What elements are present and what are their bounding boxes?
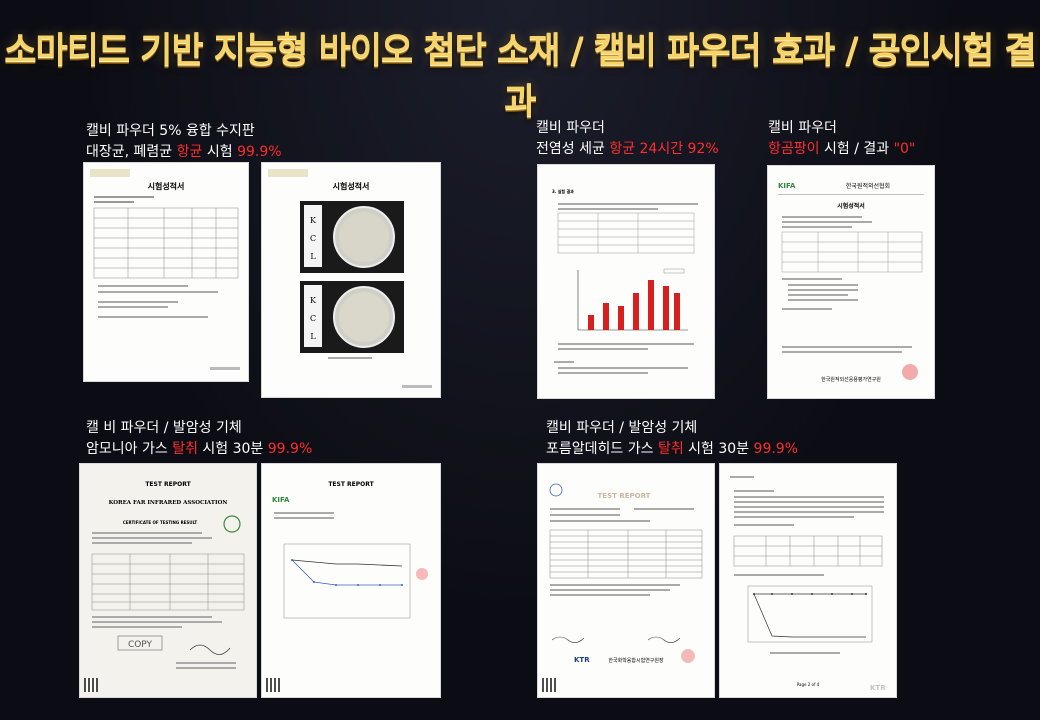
caption-text: 시험 / 결과	[819, 141, 894, 157]
certificate-kcl-petri: 시험성적서 K C L K C L	[262, 163, 440, 397]
document-scan: TEST REPORT KOREA FAR INFRARED ASSOCIATI…	[91, 481, 245, 669]
document-scan: 3. 실험 결과	[552, 188, 698, 374]
caption-line2: 전염성 세균 항균 24시간 92%	[536, 139, 719, 160]
caption-text: 포름알데히드 가스	[546, 441, 658, 457]
caption-antibacterial-plate: 캘비 파우더 5% 융합 수지판 대장균, 폐렴균 항균 시험 99.9%	[86, 121, 282, 163]
certificate-kifa-antifungal: KIFA 한국원적외선협회 시험성적서 한국원적외선응용평가연구원	[768, 166, 934, 398]
document-heading: 시험성적서	[333, 181, 370, 191]
document-scan: KIFA 한국원적외선협회 시험성적서 한국원적외선응용평가연구원	[778, 182, 924, 383]
kifa-logo: KIFA	[272, 496, 290, 504]
caption-line1: 캘비 파우더	[768, 120, 837, 136]
caption-infectious-bacteria: 캘비 파우더 전염성 세균 항균 24시간 92%	[536, 118, 719, 160]
test-report-kfia-ammonia: TEST REPORT KOREA FAR INFRARED ASSOCIATI…	[80, 464, 256, 697]
caption-line2: 암모니아 가스 탈취 시험 30분 99.9%	[86, 439, 312, 460]
caption-highlight: 99.9%	[237, 144, 282, 160]
test-report-kifa-chart: TEST REPORT KIFA	[262, 464, 440, 697]
svg-text:L: L	[310, 252, 316, 261]
certificate-kcl-table: 시험성적서	[84, 163, 248, 381]
section-title: 3. 실험 결과	[552, 188, 574, 194]
caption-text: 시험	[202, 144, 238, 160]
caption-line1: 캘비 파우더	[536, 120, 605, 136]
svg-text:L: L	[310, 332, 316, 341]
document-heading: 시험성적서	[148, 181, 185, 191]
ktr-logo: KTR	[574, 656, 590, 664]
caption-line1: 캘비 파우더 / 발암성 기체	[546, 420, 698, 436]
caption-highlight: 탈취	[657, 441, 684, 457]
document-scan: 시험성적서	[90, 169, 240, 370]
caption-highlight: 항균 24시간 92%	[609, 141, 719, 157]
caption-text: 시험 30분	[197, 441, 268, 457]
document-scan: TEST REPORT KTR 한국화학융합시험연구원장	[549, 483, 703, 664]
caption-ammonia-deodorize: 캘 비 파우더 / 발암성 기체 암모니아 가스 탈취 시험 30분 99.9%	[86, 418, 312, 460]
org-footer: 한국원적외선응용평가연구원	[821, 376, 881, 383]
caption-text: 전염성 세균	[536, 141, 610, 157]
ktr-watermark: KTR	[870, 684, 886, 692]
test-report-ktr-chart: Page 2 of 4 KTR	[720, 464, 896, 697]
caption-line1: 캘 비 파우더 / 발암성 기체	[86, 420, 242, 436]
qr-code-icon	[266, 678, 280, 692]
document-heading: TEST REPORT	[598, 492, 651, 500]
svg-text:K: K	[310, 296, 317, 305]
document-heading: TEST REPORT	[145, 481, 191, 488]
report-bar-chart: 3. 실험 결과	[538, 165, 714, 398]
caption-highlight: 99.9%	[753, 441, 799, 457]
qr-code-icon	[84, 678, 98, 692]
page-number: Page 2 of 4	[797, 682, 820, 687]
caption-antifungal: 캘비 파우더 항곰팡이 시험 / 결과 "0"	[768, 118, 915, 160]
certificate-title: CERTIFICATE OF TESTING RESULT	[123, 520, 198, 525]
caption-highlight: 99.9%	[267, 441, 313, 457]
caption-line2: 포름알데히드 가스 탈취 시험 30분 99.9%	[546, 439, 798, 460]
org-name: 한국원적외선협회	[846, 182, 890, 190]
test-report-ktr-formaldehyde: TEST REPORT KTR 한국화학융합시험연구원장	[538, 464, 714, 697]
caption-line1: 캘비 파우더 5% 융합 수지판	[86, 123, 255, 139]
caption-text: 시험 30분	[683, 441, 754, 457]
kifa-logo: KIFA	[778, 182, 796, 190]
caption-highlight: "0"	[893, 141, 916, 157]
document-heading: 시험성적서	[837, 202, 865, 210]
svg-text:K: K	[310, 216, 317, 225]
caption-highlight: 항곰팡이	[768, 141, 820, 157]
caption-formaldehyde-deodorize: 캘비 파우더 / 발암성 기체 포름알데히드 가스 탈취 시험 30분 99.9…	[546, 418, 798, 460]
caption-line2: 대장균, 폐렴균 항균 시험 99.9%	[86, 142, 282, 163]
org-name: KOREA FAR INFRARED ASSOCIATION	[109, 500, 228, 506]
qr-code-icon	[542, 678, 556, 692]
document-scan: 시험성적서 K C L K C L	[268, 169, 432, 388]
copy-stamp: COPY	[128, 640, 153, 650]
document-scan: TEST REPORT KIFA	[272, 481, 428, 619]
svg-text:C: C	[310, 234, 316, 243]
svg-text:C: C	[310, 314, 316, 323]
document-scan: Page 2 of 4 KTR	[730, 476, 886, 692]
caption-highlight: 탈취	[172, 441, 198, 457]
caption-line2: 항곰팡이 시험 / 결과 "0"	[768, 139, 915, 160]
caption-highlight: 항균	[176, 144, 203, 160]
page-title: 소마티드 기반 지능형 바이오 첨단 소재 / 캘비 파우더 효과 / 공인시험…	[4, 31, 1036, 122]
org-footer: 한국화학융합시험연구원장	[608, 657, 664, 664]
document-heading: TEST REPORT	[328, 481, 374, 488]
caption-text: 대장균, 폐렴균	[86, 144, 177, 160]
caption-text: 암모니아 가스	[86, 441, 173, 457]
